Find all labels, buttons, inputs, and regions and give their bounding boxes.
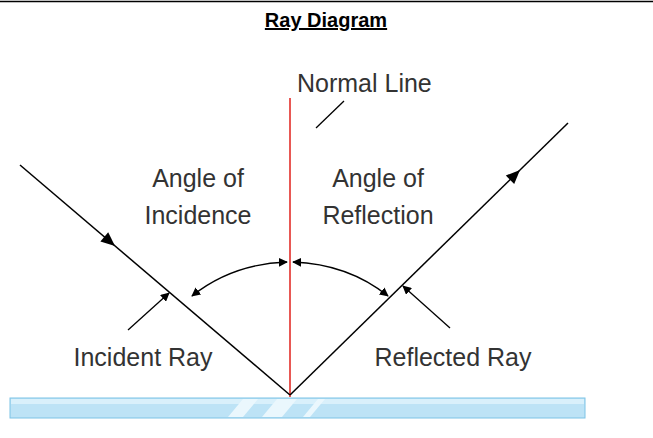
mirror-surface — [10, 398, 585, 418]
normal-line-label: Normal Line — [297, 68, 467, 98]
top-rule — [0, 1, 653, 3]
reflected-ray — [290, 123, 568, 395]
leader-line — [316, 101, 344, 128]
angle-label: Angle of Reflection — [303, 160, 453, 234]
incidence-arc — [192, 262, 287, 296]
ray-label: Reflected Ray — [363, 342, 543, 372]
leader-arrow — [403, 286, 450, 328]
ray-label: Incident Ray — [58, 342, 228, 372]
reflection-arc — [293, 262, 388, 296]
ray-arrowhead — [100, 232, 115, 246]
incident-ray — [20, 165, 290, 395]
angle-label: Angle of Incidence — [123, 160, 273, 234]
leader-arrow — [128, 293, 169, 330]
diagram-title: Ray Diagram — [265, 8, 387, 32]
normal-line — [289, 98, 291, 397]
ray-arrowhead — [506, 170, 520, 184]
